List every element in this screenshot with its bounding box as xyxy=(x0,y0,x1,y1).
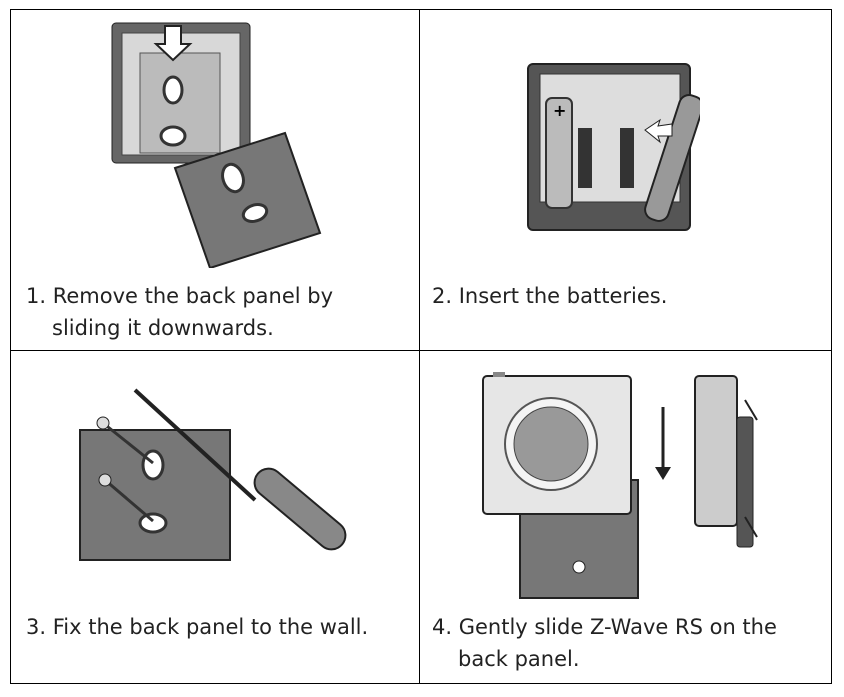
illustration-remove-back-panel xyxy=(111,22,322,268)
step-4-text-line1: Gently slide Z-Wave RS on the xyxy=(458,615,777,639)
step-4-caption: 4. Gently slide Z-Wave RS on the back pa… xyxy=(432,611,777,675)
step-1-text-line1: Remove the back panel by xyxy=(52,284,334,308)
illustration-fix-back-panel xyxy=(79,388,347,561)
step-4-number: 4. xyxy=(432,615,453,639)
instruction-grid xyxy=(10,9,832,684)
illustration-slide-device xyxy=(482,372,758,599)
divider-horizontal xyxy=(10,350,832,351)
step-3-text-line1: Fix the back panel to the wall. xyxy=(52,615,369,639)
svg-text:+: + xyxy=(553,101,566,120)
divider-vertical xyxy=(419,9,420,684)
step-3-number: 3. xyxy=(26,615,47,639)
step-1-caption: 1. Remove the back panel by sliding it d… xyxy=(26,280,333,344)
illustration-insert-batteries: + xyxy=(527,63,700,231)
step-1-text-line2: sliding it downwards. xyxy=(52,316,274,340)
step-4-text-line2: back panel. xyxy=(458,647,580,671)
step-1-number: 1. xyxy=(26,284,47,308)
step-3-caption: 3. Fix the back panel to the wall. xyxy=(26,611,368,643)
step-2-number: 2. xyxy=(432,284,453,308)
step-2-text-line1: Insert the batteries. xyxy=(458,284,668,308)
step-2-caption: 2. Insert the batteries. xyxy=(432,280,667,312)
